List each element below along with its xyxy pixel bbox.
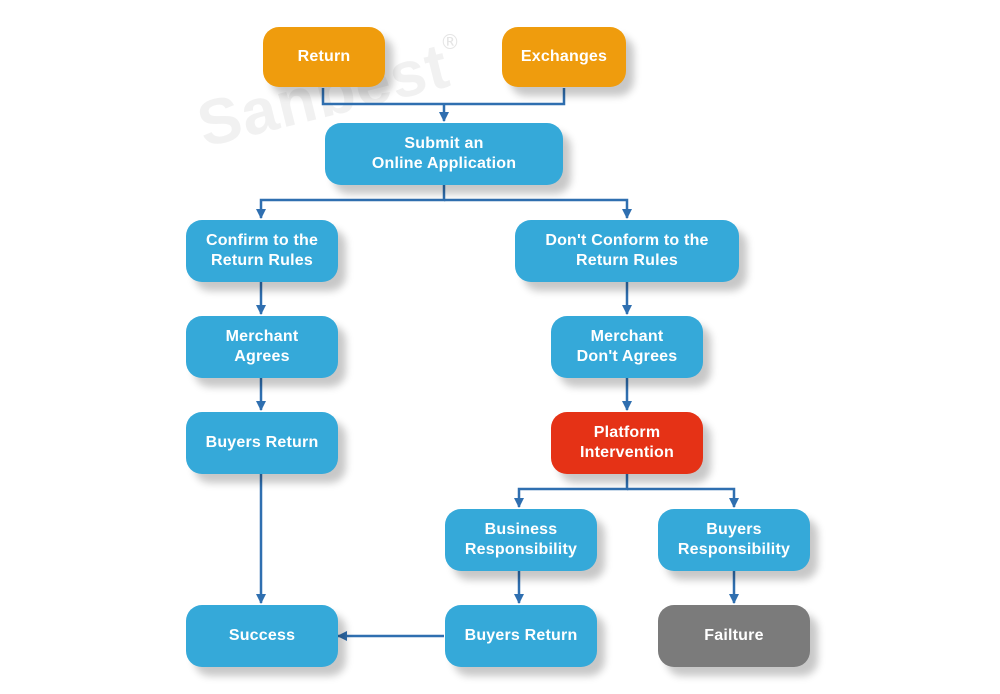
business-responsibility-node: Business Responsibility	[445, 509, 597, 571]
success-node: Success	[186, 605, 338, 667]
dont-conform-rules-node: Don't Conform to the Return Rules	[515, 220, 739, 282]
merchant-agrees-node: Merchant Agrees	[186, 316, 338, 378]
buyers-return-bottom-node: Buyers Return	[445, 605, 597, 667]
submit-application-node: Submit an Online Application	[325, 123, 563, 185]
exchanges-node: Exchanges	[502, 27, 626, 87]
connector-submit-to-dont-conform	[444, 198, 632, 219]
platform-intervention-node: Platform Intervention	[551, 412, 703, 474]
buyers-return-left-node: Buyers Return	[186, 412, 338, 474]
return-node: Return	[263, 27, 385, 87]
connector-platform-split	[514, 474, 629, 508]
merchant-dont-agrees-node: Merchant Don't Agrees	[551, 316, 703, 378]
connector-submit-split	[256, 185, 446, 219]
confirm-rules-node: Confirm to the Return Rules	[186, 220, 338, 282]
buyers-responsibility-node: Buyers Responsibility	[658, 509, 810, 571]
failure-node: Failture	[658, 605, 810, 667]
connector-platform-to-buyers-responsibility	[627, 487, 739, 508]
connector-return-to-merge	[321, 88, 566, 106]
